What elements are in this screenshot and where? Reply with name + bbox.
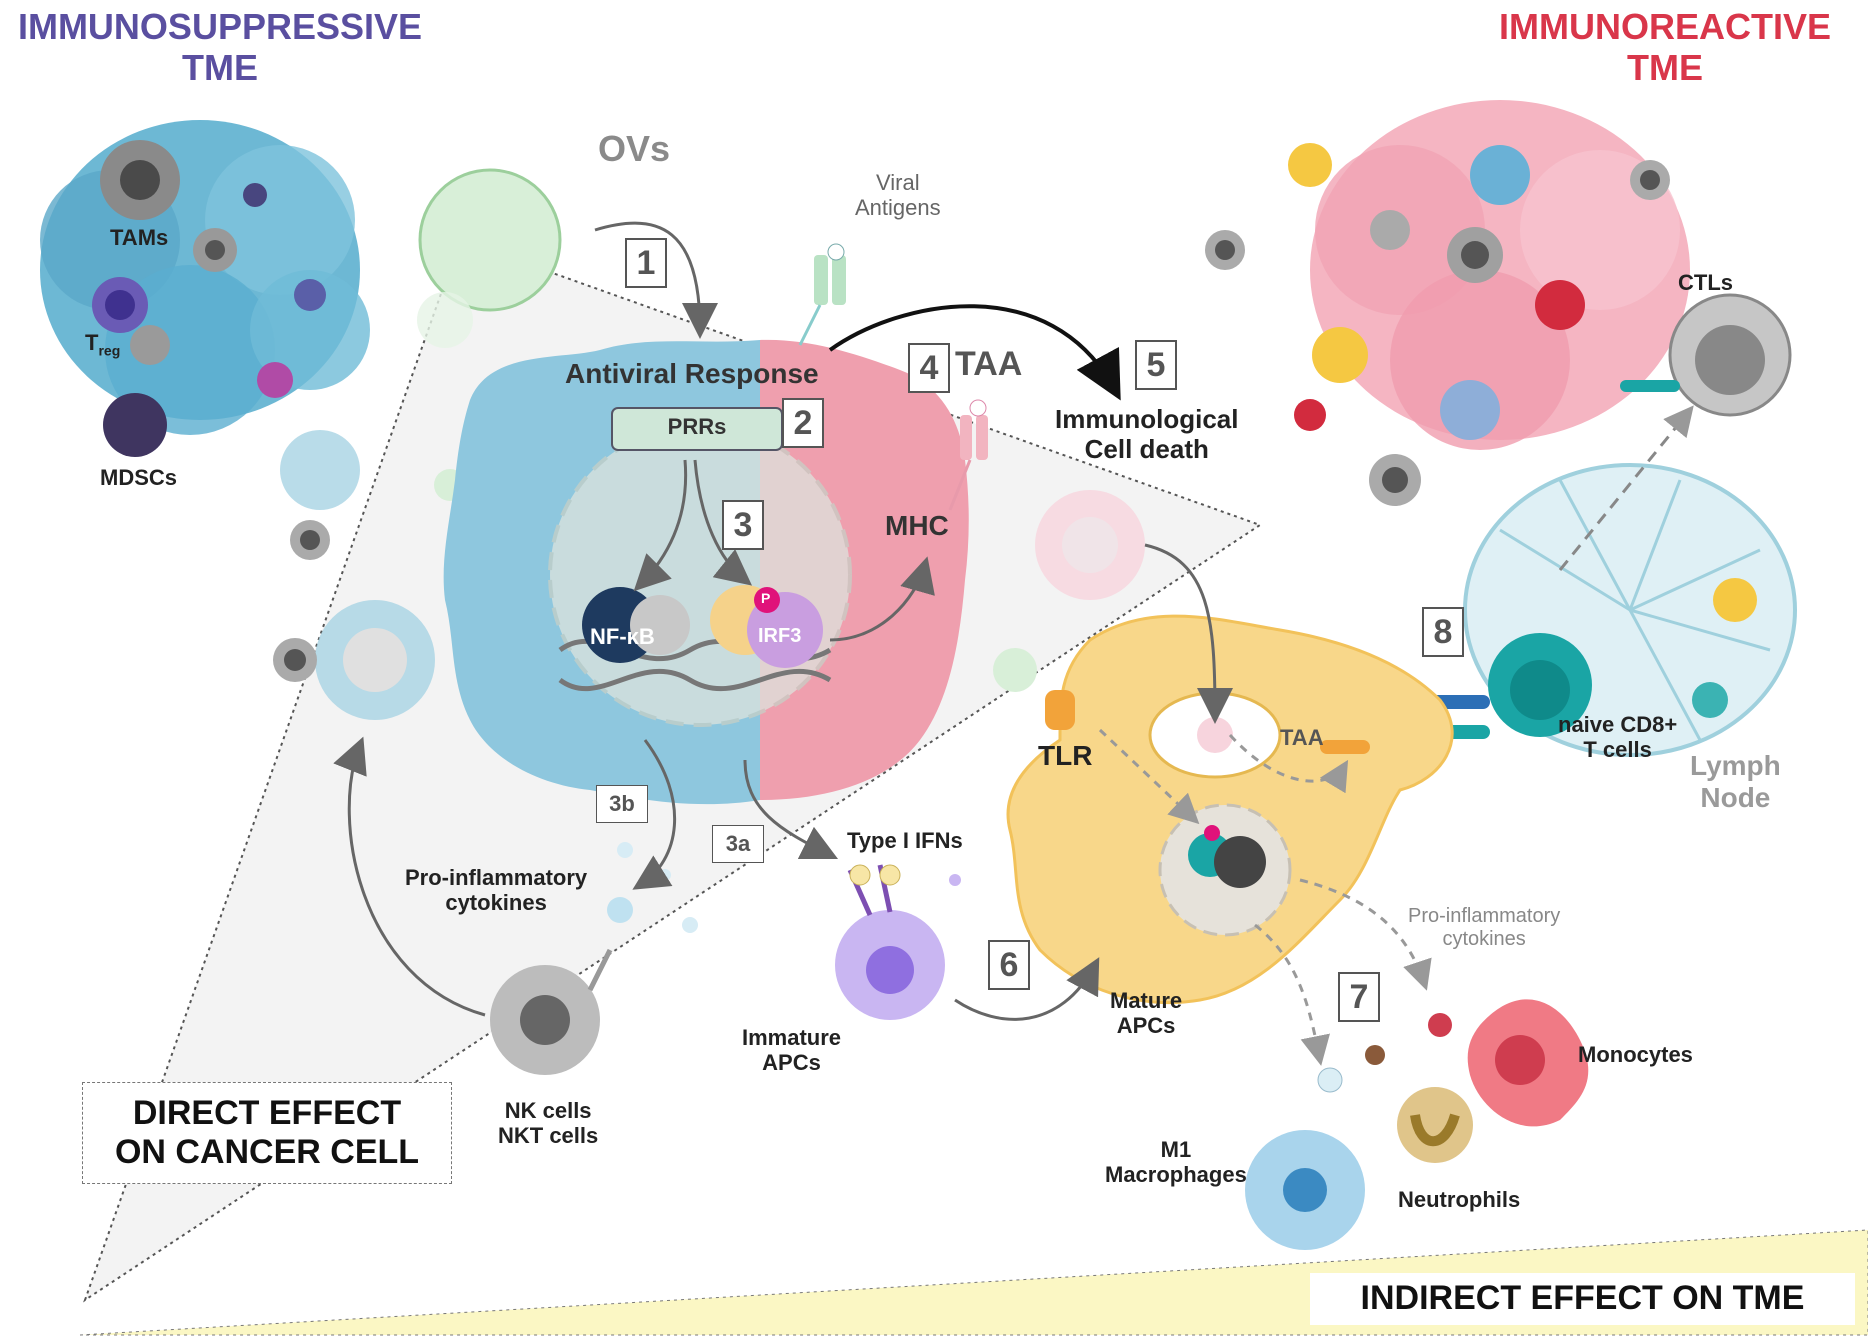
arrow-8-dashed bbox=[1558, 405, 1694, 571]
arrow-nk-return bbox=[333, 736, 486, 1017]
pro-inflammatory-left-label: Pro-inflammatory cytokines bbox=[405, 865, 588, 916]
prrs-label: PRRs bbox=[667, 414, 727, 439]
phospho-label: P bbox=[761, 590, 771, 606]
arrow-6 bbox=[954, 957, 1100, 1021]
neutrophil bbox=[1365, 1045, 1473, 1163]
treg-label: Treg bbox=[85, 330, 121, 359]
immunoreactive-tumor bbox=[1205, 100, 1690, 506]
immunosuppressive-tumor bbox=[40, 120, 370, 457]
lymph-node-label: Lymph Node bbox=[1690, 750, 1781, 814]
step-2-box: 2 bbox=[782, 398, 824, 448]
immunoreactive-title: IMMUNOREACTIVE TME bbox=[1499, 6, 1831, 89]
arrow-tlr-nucleus bbox=[1098, 728, 1200, 825]
viral-antigens-label: Viral Antigens bbox=[855, 170, 941, 221]
immature-apcs-label: Immature APCs bbox=[742, 1025, 842, 1076]
mdsc-cell bbox=[103, 393, 167, 457]
m1-macrophage bbox=[1245, 1067, 1365, 1250]
antiviral-response-label: Antiviral Response bbox=[565, 358, 819, 389]
naive-cd8-label: naive CD8+ T cells bbox=[1558, 712, 1678, 763]
tams-label: TAMs bbox=[110, 225, 169, 250]
step-4-box: 4 bbox=[908, 343, 950, 393]
ctl-cell bbox=[1620, 293, 1792, 417]
arrow-death-apc bbox=[1144, 543, 1233, 724]
taa-top-label: TAA bbox=[955, 345, 1023, 383]
nk-cell bbox=[490, 897, 633, 1075]
m1-macrophages-label: M1 Macrophages bbox=[1105, 1137, 1247, 1188]
arrow-7a bbox=[1254, 923, 1331, 1066]
step-3a-box: 3a bbox=[712, 825, 764, 863]
mhc-label: MHC bbox=[885, 510, 949, 541]
monocytes-label: Monocytes bbox=[1578, 1042, 1693, 1067]
nfkb-complex bbox=[582, 587, 690, 663]
taa-apc-label: TAA bbox=[1280, 725, 1324, 750]
arrow-irf3-mhc bbox=[829, 556, 935, 642]
mdscs-label: MDSCs bbox=[100, 465, 178, 490]
step-3b-box: 3b bbox=[596, 785, 648, 823]
step-1-box: 1 bbox=[625, 238, 667, 288]
mature-apcs-label: Mature APCs bbox=[1110, 988, 1183, 1039]
tlr-label: TLR bbox=[1038, 740, 1093, 771]
immunosuppressive-title: IMMUNOSUPPRESSIVE TME bbox=[17, 6, 423, 89]
left-small-cells bbox=[273, 430, 435, 720]
arrow-7b bbox=[1299, 878, 1432, 991]
phospho-marker bbox=[754, 587, 780, 613]
step-7-box: 7 bbox=[1338, 972, 1380, 1022]
arrow-3a bbox=[743, 759, 839, 860]
arrow-nucleus-taa bbox=[1228, 733, 1349, 794]
step-5-box: 5 bbox=[1135, 340, 1177, 390]
cancer-cell bbox=[443, 339, 969, 805]
nk-cells-label: NK cells NKT cells bbox=[498, 1098, 599, 1149]
ctls-label: CTLs bbox=[1678, 270, 1733, 295]
ovs-label: OVs bbox=[598, 128, 671, 169]
step-3-box: 3 bbox=[722, 500, 764, 550]
direct-effect-label: DIRECT EFFECT ON CANCER CELL bbox=[82, 1082, 452, 1184]
ov-virus bbox=[417, 168, 1037, 692]
indirect-effect-label: INDIRECT EFFECT ON TME bbox=[1310, 1273, 1855, 1325]
mature-apc bbox=[1006, 614, 1454, 1004]
mhc-receptor bbox=[948, 399, 988, 511]
pro-inflammatory-right-label: Pro-inflammatory cytokines bbox=[1408, 905, 1561, 950]
step-8-box: 8 bbox=[1422, 607, 1464, 657]
arrow-1 bbox=[594, 221, 718, 339]
arrow-prrs-irf3 bbox=[693, 459, 753, 586]
arrow-3b bbox=[632, 739, 677, 890]
nfkb-label: NF-κB bbox=[590, 624, 655, 649]
monocyte bbox=[1428, 999, 1589, 1127]
immunological-cell-death-label: Immunological Cell death bbox=[1055, 404, 1239, 464]
type-i-ifns-label: Type I IFNs bbox=[847, 828, 963, 853]
step-6-box: 6 bbox=[988, 940, 1030, 990]
viral-antigen-receptor bbox=[798, 243, 846, 346]
tlr-receptor bbox=[1045, 690, 1075, 730]
immature-apc bbox=[835, 864, 945, 1020]
irf3-label: IRF3 bbox=[758, 625, 802, 647]
arrow-to-ctl-death bbox=[828, 304, 1121, 401]
arrow-prrs-nfkb bbox=[633, 459, 688, 592]
neutrophils-label: Neutrophils bbox=[1398, 1187, 1521, 1212]
